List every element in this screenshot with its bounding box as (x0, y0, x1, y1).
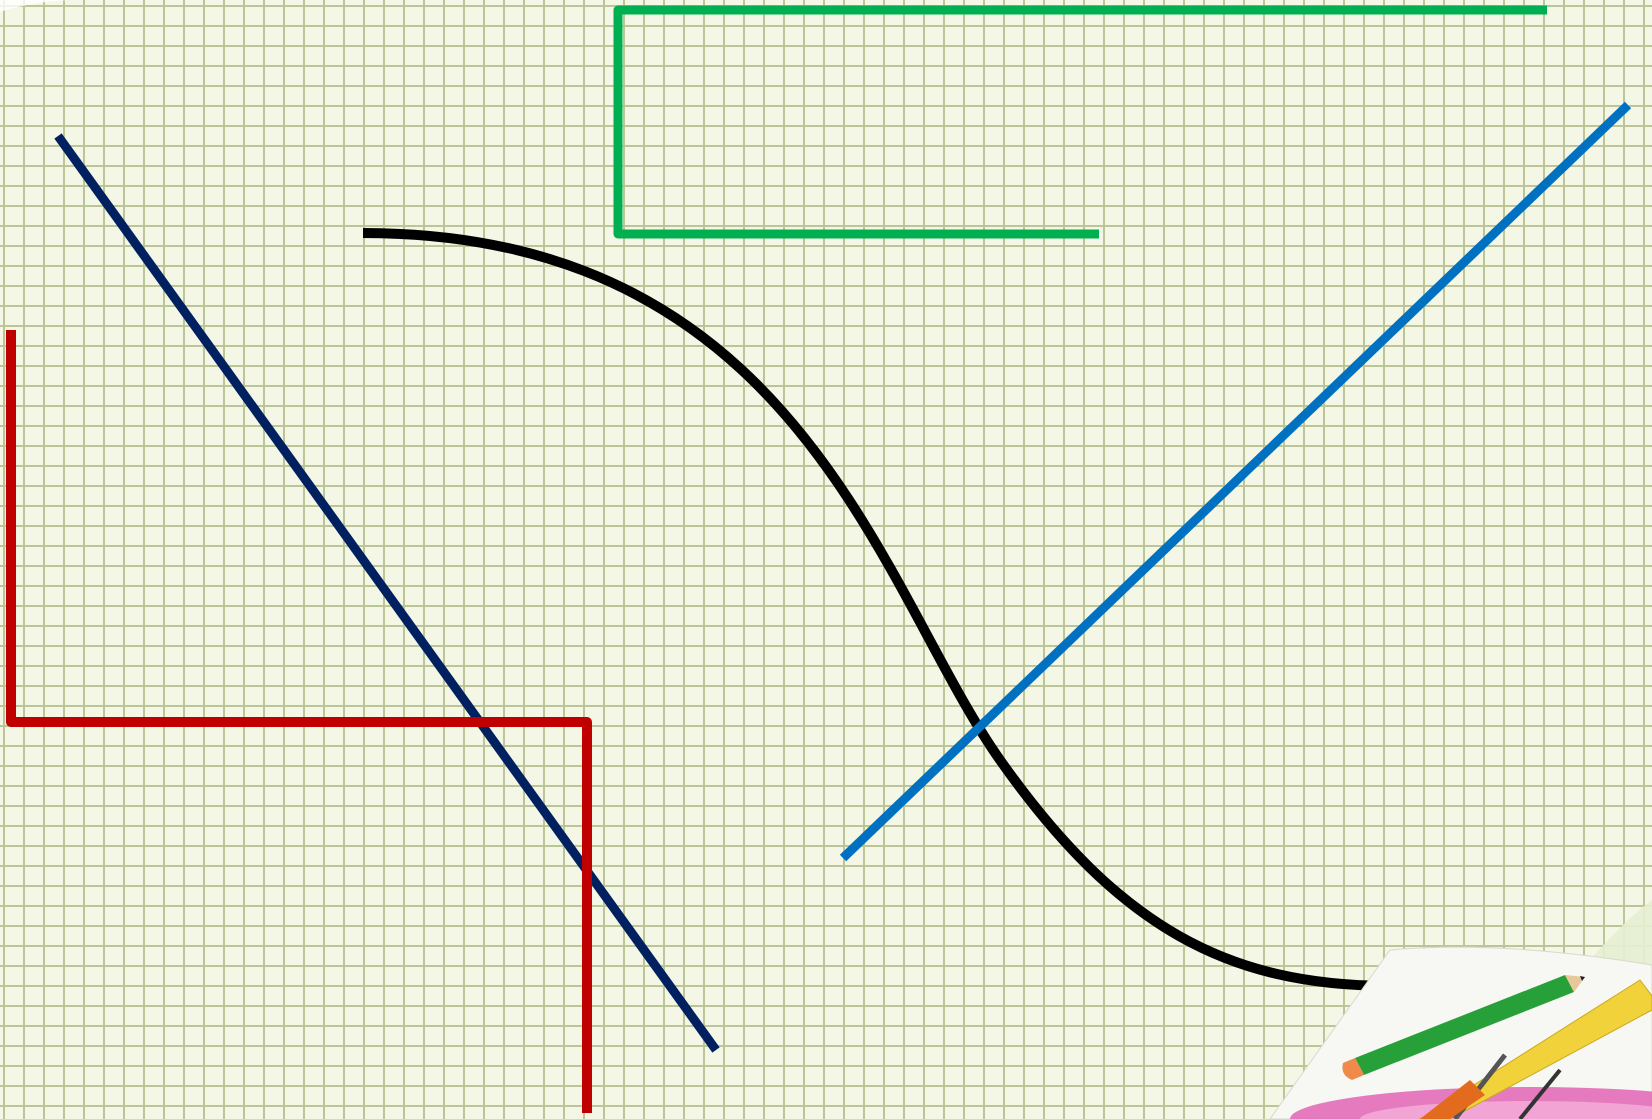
line-drawing (0, 0, 1652, 1119)
graph-paper-canvas (0, 0, 1652, 1119)
